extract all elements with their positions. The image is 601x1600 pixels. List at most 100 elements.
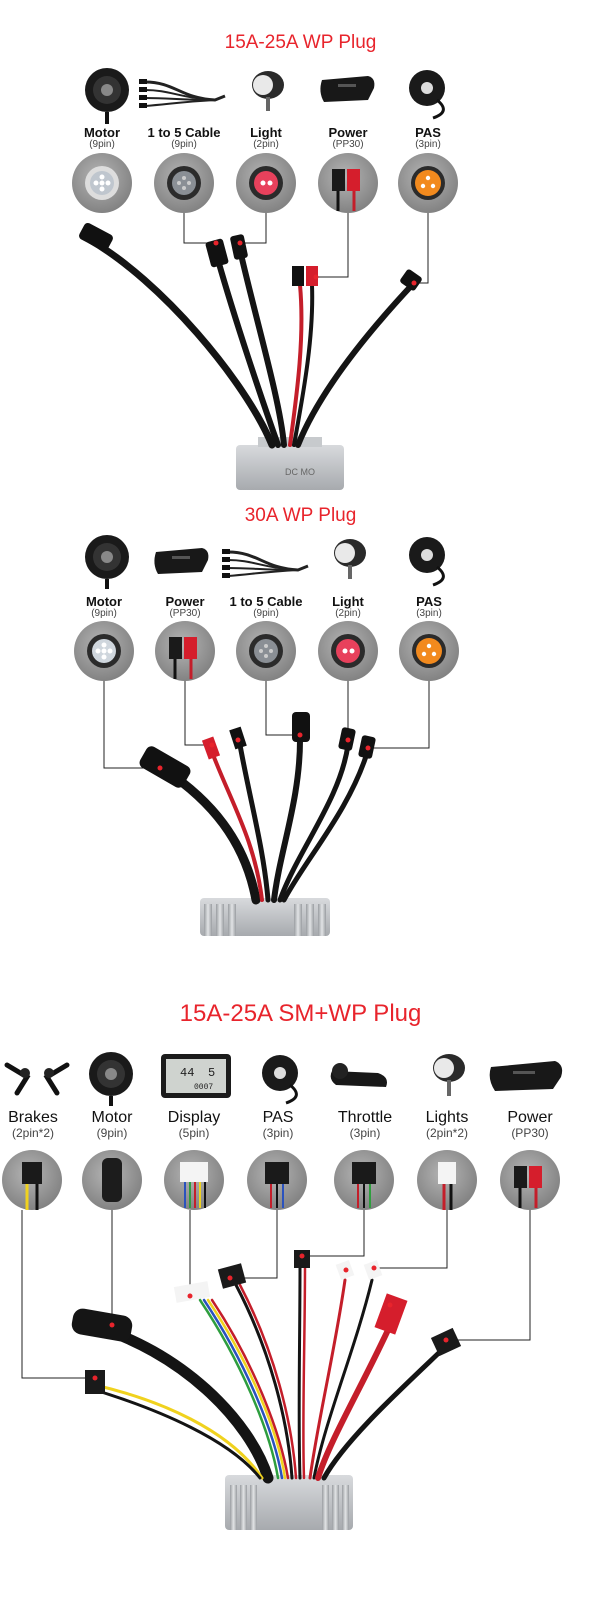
controller-box (200, 898, 330, 936)
connector-label-light: Light (2pin) (226, 126, 306, 150)
badge-power-pp30 (500, 1150, 560, 1210)
connector-label-motor: Motor (9pin) (72, 1109, 152, 1140)
connector-name: Power (328, 125, 368, 140)
connector-spec: (9pin) (91, 607, 117, 619)
connector-label-pas: PAS (3pin) (389, 595, 469, 619)
hub-motor-icon (85, 68, 129, 124)
battery-icon (154, 548, 209, 574)
connector-spec: (2pin) (335, 607, 361, 619)
connector-label-motor: Motor (9pin) (62, 126, 142, 150)
badge-motor-9pin (82, 1150, 142, 1210)
badge-power-pp30 (318, 153, 378, 213)
display-odo: 0007 (194, 1083, 213, 1092)
section-1-title: 15A-25A WP Plug (224, 32, 377, 53)
connector-name: Throttle (337, 1109, 393, 1126)
connector-label-pas: PAS (3pin) (388, 126, 468, 150)
lcd-display-icon: 44 5 0007 (161, 1054, 231, 1098)
connector-name: 1 to 5 Cable (147, 125, 221, 140)
headlight-icon (252, 71, 284, 111)
brake-levers-icon (4, 1062, 70, 1096)
connector-spec: (PP30) (511, 1125, 549, 1140)
connector-spec: (9pin) (253, 607, 279, 619)
connector-spec: (2pin*2) (11, 1125, 55, 1140)
badge-brakes-2pin (2, 1150, 62, 1210)
section-2-wp-30a (74, 535, 459, 936)
controller-box (225, 1475, 353, 1530)
badge-pas-3pin (247, 1150, 307, 1210)
connector-name: PAS (262, 1109, 294, 1126)
badge-power-pp30 (155, 621, 215, 681)
throttle-icon (330, 1063, 387, 1087)
connector-name: Brakes (8, 1109, 58, 1126)
connector-label-throttle: Throttle (3pin) (320, 1109, 410, 1140)
badge-cable-9pin (154, 153, 214, 213)
split-cable-icon (139, 79, 226, 108)
connection-markers (213, 240, 417, 286)
connector-spec: (PP30) (169, 607, 201, 619)
connector-spec: (3pin) (416, 607, 442, 619)
pas-sensor-icon (409, 70, 445, 120)
connector-name: Power (165, 594, 205, 609)
connector-label-brakes: Brakes (2pin*2) (0, 1109, 66, 1140)
display-speed: 44 (180, 1066, 194, 1080)
connector-name: Display (167, 1109, 221, 1126)
pas-sensor-icon (409, 537, 445, 587)
badge-lights-2pin (417, 1150, 477, 1210)
connector-name: PAS (415, 125, 441, 140)
battery-icon (320, 76, 375, 102)
connector-spec: (PP30) (332, 138, 364, 150)
connector-name: Motor (83, 125, 121, 140)
svg-text:DC MO: DC MO (285, 467, 315, 477)
connector-name: Power (507, 1109, 553, 1126)
section-3-sm-wp-15-25a: 44 5 0007 (2, 1052, 563, 1530)
connector-label-1to5-cable: 1 to 5 Cable (9pin) (139, 126, 229, 150)
hub-motor-icon (85, 535, 129, 589)
badge-motor-9pin (74, 621, 134, 681)
connection-markers (92, 1253, 449, 1381)
headlight-icon (433, 1054, 465, 1096)
connector-spec: (9pin) (171, 138, 197, 150)
connector-spec: (2pin*2) (425, 1125, 469, 1140)
display-gear: 5 (208, 1066, 215, 1080)
section-2-title: 30A WP Plug (244, 505, 357, 526)
badge-light-2pin (318, 621, 378, 681)
badge-throttle-3pin (334, 1150, 394, 1210)
connector-name: Motor (85, 594, 123, 609)
headlight-icon (334, 539, 366, 579)
connector-label-motor: Motor (9pin) (64, 595, 144, 619)
connector-spec: (3pin) (415, 138, 441, 150)
connector-name: 1 to 5 Cable (229, 594, 303, 609)
section-3-title: 15A-25A SM+WP Plug (179, 1000, 422, 1027)
connector-name: Light (250, 125, 282, 140)
connector-label-display: Display (5pin) (154, 1109, 234, 1140)
badge-display-5pin (164, 1150, 224, 1210)
connector-label-lights: Lights (2pin*2) (407, 1109, 487, 1140)
badge-pas-3pin (398, 153, 458, 213)
connector-spec: (9pin) (96, 1125, 128, 1140)
hub-motor-icon (89, 1052, 133, 1106)
badge-light-2pin (236, 153, 296, 213)
badge-motor-9pin (72, 153, 132, 213)
connection-markers (157, 732, 371, 771)
connector-spec: (3pin) (262, 1125, 294, 1140)
connector-label-1to5-cable: 1 to 5 Cable (9pin) (221, 595, 311, 619)
connector-label-light: Light (2pin) (308, 595, 388, 619)
section-1-wp-15-25a: DC MO (72, 68, 458, 490)
connector-label-power: Power (PP30) (490, 1109, 570, 1140)
connector-spec: (3pin) (349, 1125, 381, 1140)
badge-pas-3pin (399, 621, 459, 681)
connector-label-power: Power (PP30) (145, 595, 225, 619)
connector-label-power: Power (PP30) (308, 126, 388, 150)
pas-sensor-icon (262, 1055, 298, 1105)
connector-label-pas: PAS (3pin) (238, 1109, 318, 1140)
connector-spec: (2pin) (253, 138, 279, 150)
battery-icon (489, 1061, 563, 1091)
connector-spec: (9pin) (89, 138, 115, 150)
connector-name: Light (332, 594, 364, 609)
split-cable-icon (222, 549, 309, 578)
connector-spec: (5pin) (178, 1125, 210, 1140)
connector-name: Lights (425, 1109, 469, 1126)
connector-name: PAS (416, 594, 442, 609)
connector-name: Motor (91, 1109, 133, 1126)
